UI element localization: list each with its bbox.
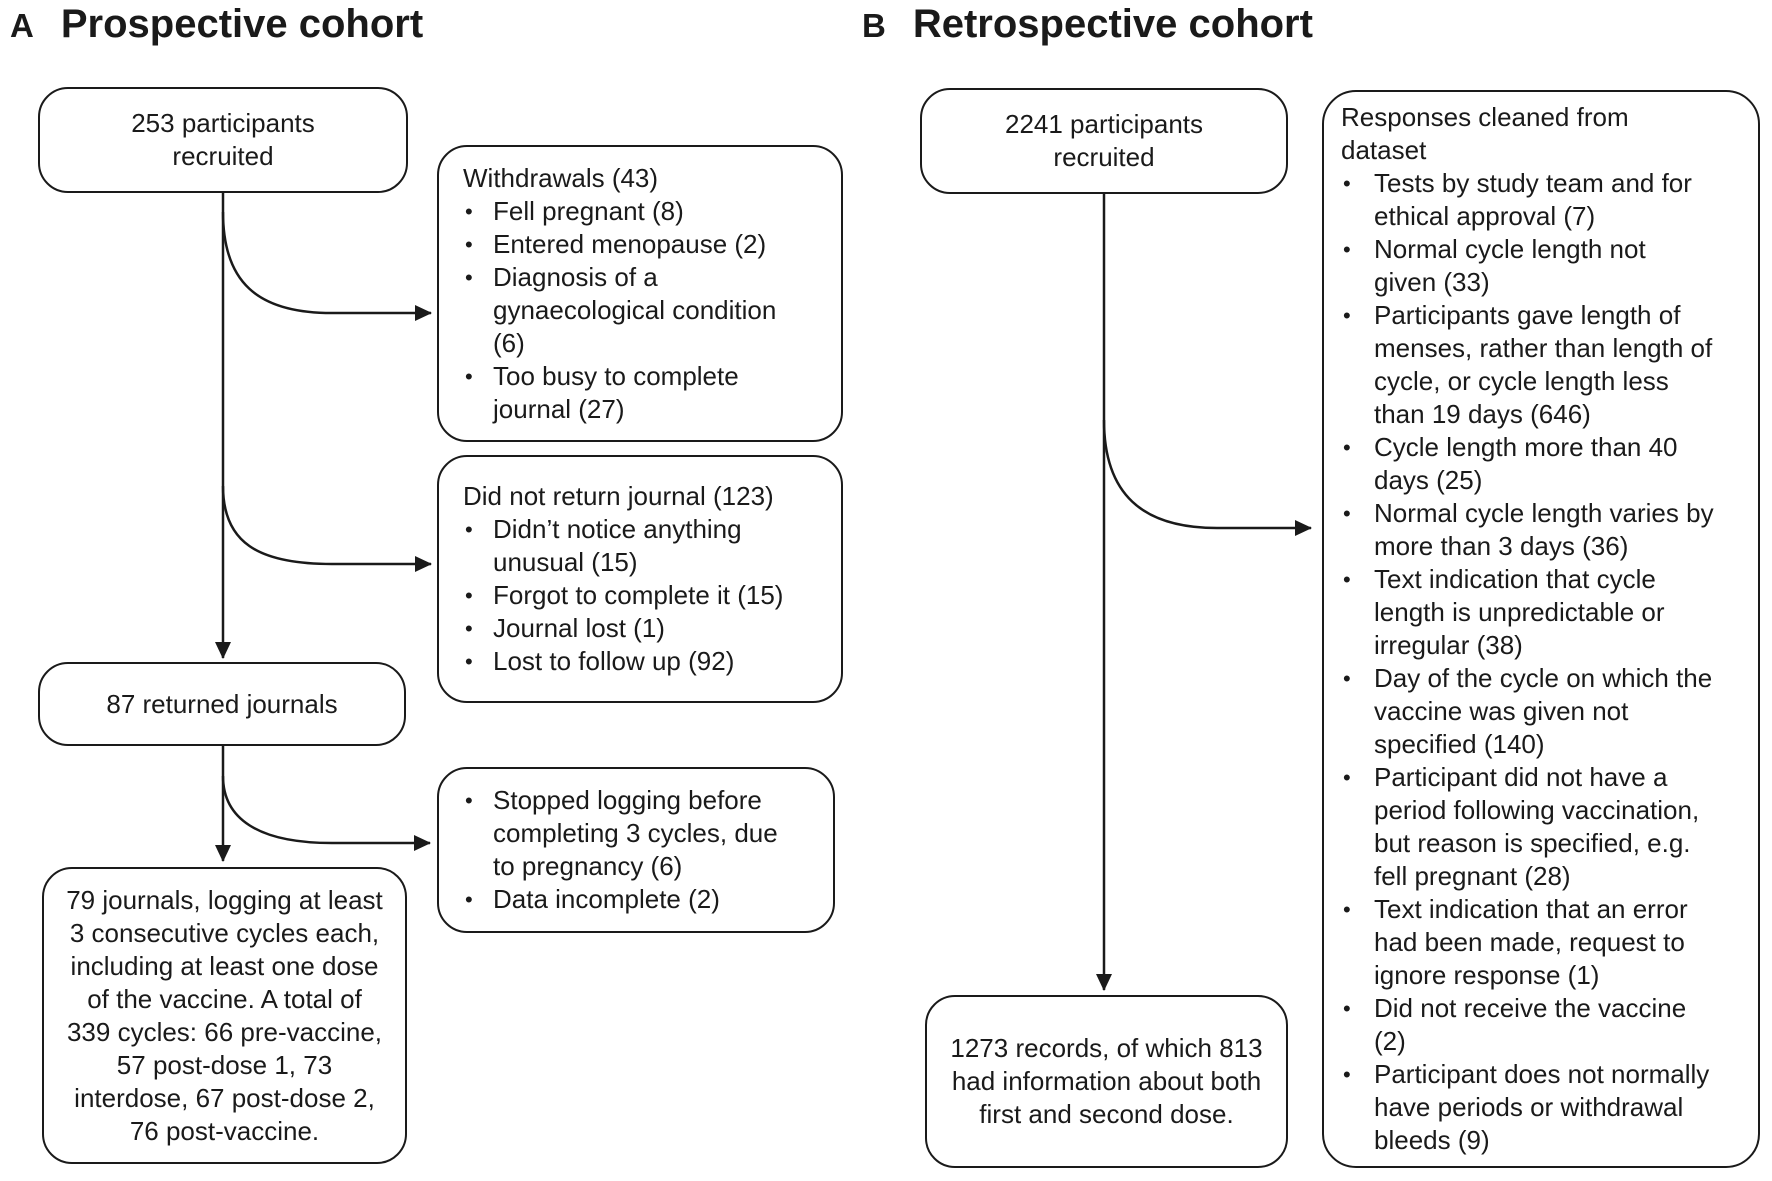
- bullet-icon: •: [1343, 237, 1351, 262]
- panel-b-letter: B: [862, 7, 886, 44]
- bullet-icon: •: [465, 198, 473, 224]
- box-a-withdrawals: Withdrawals (43) • Fell pregnant (8) • E…: [437, 145, 843, 442]
- list-item: • Data incomplete (2): [439, 883, 833, 916]
- list-item: • Day of the cycle on which the vaccine …: [1324, 662, 1758, 761]
- panel-a-title: A Prospective cohort: [10, 2, 423, 47]
- bullet-icon: •: [1343, 666, 1351, 691]
- panel-a-name: Prospective cohort: [60, 2, 424, 46]
- cleaned-list: • Tests by study team and for ethical ap…: [1324, 167, 1758, 1157]
- bullet-icon: •: [465, 616, 473, 641]
- cleaned-heading: Responses cleaned from dataset: [1341, 102, 1629, 165]
- list-item: • Diagnosis of a gynaecological conditio…: [439, 261, 841, 360]
- arrow-a-to-no-return: [221, 485, 432, 572]
- bullet-icon: •: [1343, 1062, 1351, 1087]
- arrow-a-to-stopped: [221, 775, 431, 851]
- bullet-icon: •: [465, 231, 473, 257]
- bullet-icon: •: [1343, 303, 1351, 328]
- list-item: • Tests by study team and for ethical ap…: [1324, 167, 1758, 233]
- list-item: • Forgot to complete it (15): [439, 579, 841, 612]
- box-a-stopped: • Stopped logging before completing 3 cy…: [437, 767, 835, 933]
- panel-b-title: B Retrospective cohort: [862, 2, 1313, 47]
- box-a-final-text: 79 journals, logging at least 3 consecut…: [66, 884, 383, 1146]
- bullet-icon: •: [1343, 171, 1351, 196]
- list-item: • Cycle length more than 40 days (25): [1324, 431, 1758, 497]
- list-item: • Journal lost (1): [439, 612, 841, 645]
- bullet-icon: •: [1343, 897, 1351, 922]
- list-item: • Lost to follow up (92): [439, 645, 841, 678]
- panel-a-letter: A: [10, 7, 34, 44]
- list-item: • Fell pregnant (8): [439, 195, 841, 228]
- box-b-recruited-text: 2241 participants recruited: [1004, 109, 1204, 172]
- list-item: • Text indication that cycle length is u…: [1324, 563, 1758, 662]
- bullet-icon: •: [465, 583, 473, 608]
- bullet-icon: •: [465, 887, 473, 912]
- bullet-icon: •: [465, 264, 473, 290]
- box-a-final: 79 journals, logging at least 3 consecut…: [42, 867, 407, 1164]
- list-item: • Did not receive the vaccine (2): [1324, 992, 1758, 1058]
- box-a-no-return: Did not return journal (123) • Didn’t no…: [437, 455, 843, 703]
- box-a-returned: 87 returned journals: [38, 662, 406, 746]
- bullet-icon: •: [1343, 501, 1351, 526]
- bullet-icon: •: [465, 788, 473, 813]
- list-item: • Normal cycle length not given (33): [1324, 233, 1758, 299]
- arrow-a-to-withdrawals: [221, 211, 432, 321]
- list-item: • Didn’t notice anything unusual (15): [439, 513, 841, 579]
- bullet-icon: •: [1343, 567, 1351, 592]
- list-item: • Participant does not normally have per…: [1324, 1058, 1758, 1157]
- box-b-cleaned: Responses cleaned from dataset • Tests b…: [1322, 90, 1760, 1168]
- bullet-icon: •: [1343, 765, 1351, 790]
- box-b-recruited: 2241 participants recruited: [920, 88, 1288, 194]
- bullet-icon: •: [465, 649, 473, 674]
- box-b-final: 1273 records, of which 813 had informati…: [925, 995, 1288, 1168]
- list-item: • Text indication that an error had been…: [1324, 893, 1758, 992]
- bullet-icon: •: [1343, 996, 1351, 1021]
- list-item: • Normal cycle length varies by more tha…: [1324, 497, 1758, 563]
- box-a-recruited-text: 253 participants recruited: [131, 108, 315, 171]
- list-item: • Participant did not have a period foll…: [1324, 761, 1758, 893]
- list-item: • Stopped logging before completing 3 cy…: [439, 784, 833, 883]
- withdrawals-list: • Fell pregnant (8) • Entered menopause …: [439, 195, 841, 426]
- bullet-icon: •: [1343, 435, 1351, 460]
- bullet-icon: •: [465, 517, 473, 542]
- stopped-list: • Stopped logging before completing 3 cy…: [439, 784, 833, 916]
- list-item: • Too busy to complete journal (27): [439, 360, 841, 426]
- box-b-final-text: 1273 records, of which 813 had informati…: [950, 1033, 1263, 1129]
- no-return-list: • Didn’t notice anything unusual (15) • …: [439, 513, 841, 678]
- box-a-returned-text: 87 returned journals: [106, 688, 338, 719]
- list-item: • Entered menopause (2): [439, 228, 841, 261]
- box-a-recruited: 253 participants recruited: [38, 87, 408, 193]
- panel-b-name: Retrospective cohort: [912, 2, 1313, 46]
- bullet-icon: •: [465, 363, 473, 389]
- no-return-heading: Did not return journal (123): [463, 481, 774, 511]
- withdrawals-heading: Withdrawals (43): [463, 162, 659, 193]
- arrow-b-to-cleaned: [1102, 419, 1312, 536]
- list-item: • Participants gave length of menses, ra…: [1324, 299, 1758, 431]
